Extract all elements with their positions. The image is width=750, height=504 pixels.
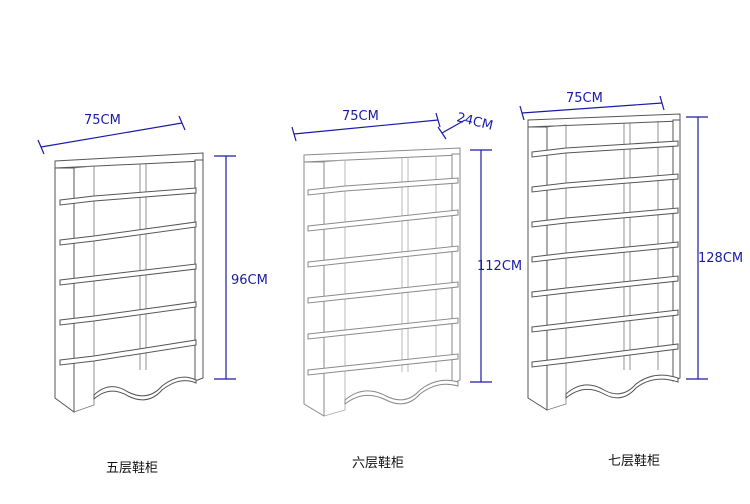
- width-dimension-2: 75CM: [291, 109, 441, 142]
- height-dimension-3: 128CM: [686, 116, 743, 380]
- caption-1: 五层鞋柜: [106, 460, 158, 476]
- skirt-2: [344, 379, 459, 406]
- caption-3: 七层鞋柜: [608, 453, 660, 469]
- shelves-1: [59, 187, 197, 366]
- height-dimension-2: 112CM: [470, 149, 522, 383]
- right-panel-3: [672, 119, 681, 382]
- height-label-3: 128CM: [698, 251, 743, 266]
- right-panel-2: [451, 153, 461, 385]
- cabinet-six-tier: 75CM 24CM 112CM: [291, 109, 522, 471]
- top-board-3: [527, 113, 681, 128]
- cabinet-seven-tier: 75CM 128CM 七层鞋柜: [519, 91, 743, 469]
- depth-dimension-2: 24CM: [437, 110, 494, 140]
- skirt-3: [565, 374, 679, 400]
- width-label-2: 75CM: [342, 109, 379, 124]
- cabinet-five-tier: 75CM 96CM 五层鞋柜: [37, 113, 268, 476]
- width-dimension-3: 75CM: [519, 91, 665, 121]
- height-dimension-1: 96CM: [214, 155, 268, 380]
- width-label-1: 75CM: [84, 113, 121, 128]
- height-label-2: 112CM: [477, 259, 522, 274]
- shelves-2: [307, 177, 459, 376]
- width-dimension-1: 75CM: [37, 113, 186, 155]
- left-panel-2: [303, 161, 325, 417]
- shelves-3: [531, 140, 679, 368]
- top-board-2: [303, 147, 461, 163]
- skirt-1: [93, 376, 197, 401]
- width-label-3: 75CM: [566, 91, 603, 106]
- top-board-1: [54, 152, 204, 169]
- caption-2: 六层鞋柜: [352, 455, 404, 471]
- left-panel-3: [527, 126, 548, 411]
- depth-label-2: 24CM: [455, 110, 494, 133]
- height-label-1: 96CM: [231, 273, 268, 288]
